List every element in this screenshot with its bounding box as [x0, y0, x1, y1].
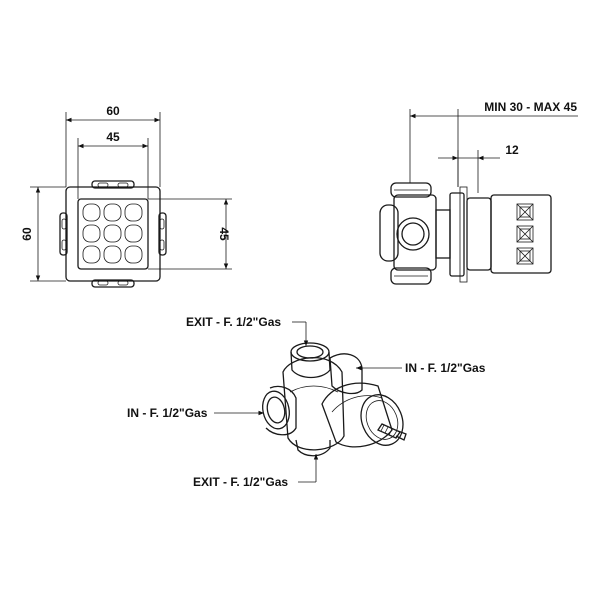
iso-cap-cylinder [321, 382, 393, 448]
front-left-stub [59, 212, 68, 256]
dim-inner-width: 45 [106, 130, 120, 144]
side-port-hole [401, 222, 425, 246]
side-cap-housing [466, 197, 492, 271]
dim-offset: 12 [505, 143, 519, 157]
side-body [393, 194, 437, 271]
front-dimensions: 60 45 60 45 [20, 104, 232, 282]
connection-leaders [214, 321, 402, 483]
iso-rear-boss [329, 353, 363, 395]
iso-left-inlet [262, 390, 290, 430]
front-boss-grid [82, 203, 143, 264]
side-view [379, 182, 552, 285]
front-view [59, 180, 167, 288]
side-flange-plate [449, 192, 465, 277]
dim-outer-height: 60 [20, 227, 34, 241]
iso-left-inlet-neck [265, 385, 297, 436]
dim-outer-width: 60 [106, 104, 120, 118]
front-top-stub [91, 180, 135, 189]
label-in-right: IN - F. 1/2"Gas [405, 361, 486, 375]
label-exit-top: EXIT - F. 1/2"Gas [186, 315, 281, 329]
side-top-boss [390, 182, 432, 198]
side-left-port [379, 204, 399, 262]
side-dimensions: MIN 30 - MAX 45 12 [409, 100, 578, 193]
dim-inner-height: 45 [217, 227, 231, 241]
isometric-view [262, 342, 407, 457]
front-outer-square [65, 186, 161, 282]
side-port-ring [396, 217, 430, 251]
front-inner-square [77, 198, 149, 270]
label-exit-bottom: EXIT - F. 1/2"Gas [193, 475, 288, 489]
iso-cap-face [360, 394, 404, 446]
iso-central-body [282, 357, 345, 451]
front-bottom-stub [91, 279, 135, 288]
front-right-stub [158, 212, 167, 256]
label-in-left: IN - F. 1/2"Gas [127, 406, 208, 420]
side-cap-body [490, 194, 552, 274]
dim-range: MIN 30 - MAX 45 [484, 100, 577, 114]
side-neck [435, 209, 451, 259]
side-sockets [516, 203, 534, 265]
side-bottom-boss [390, 267, 432, 285]
